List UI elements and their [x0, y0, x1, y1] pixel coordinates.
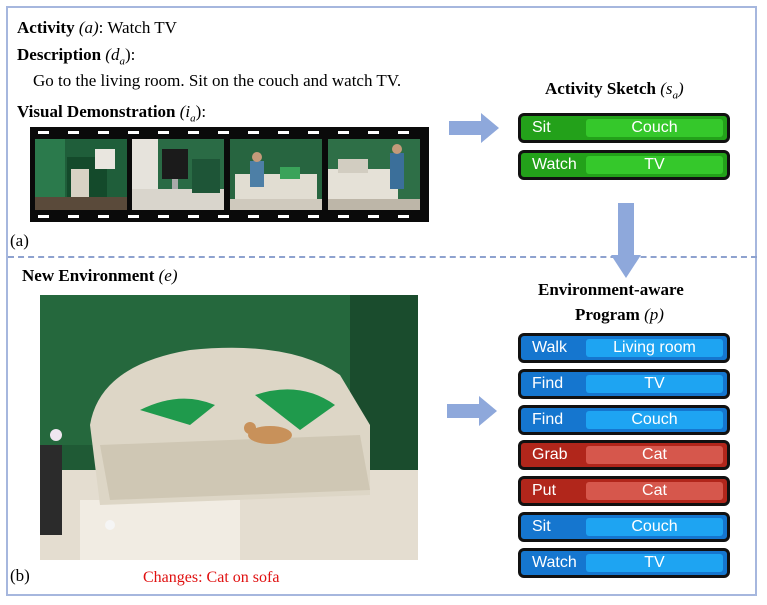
- step-action: Put: [532, 482, 557, 500]
- description-close: ):: [124, 45, 136, 64]
- step-object: TV: [586, 156, 723, 174]
- panel-a-letter: (a): [10, 231, 29, 250]
- step-action: Sit: [532, 119, 551, 136]
- sketch-title: Activity Sketch (sa): [545, 79, 684, 102]
- env-line: New Environment (e): [22, 267, 178, 284]
- step-action: Walk: [532, 339, 567, 356]
- film-perforation: [128, 215, 139, 218]
- program-symbol: (p): [644, 305, 664, 324]
- panel-divider: [8, 256, 757, 258]
- film-perforation: [278, 215, 289, 218]
- step-grab-cat: Grab Cat: [518, 440, 730, 471]
- step-sit-couch: Sit Couch: [518, 512, 730, 542]
- film-perforation: [38, 215, 49, 218]
- film-perforation: [308, 215, 319, 218]
- film-perforation: [218, 131, 229, 134]
- step-find-couch: Find Couch: [518, 404, 730, 435]
- step-object: Couch: [586, 410, 723, 429]
- video-frame-3: [230, 139, 322, 210]
- program-title-line-1: Environment-aware: [538, 280, 684, 299]
- video-frame-1: [35, 139, 127, 210]
- activity-value: : Watch TV: [98, 18, 177, 37]
- film-perforation: [68, 131, 79, 134]
- film-perforation: [308, 131, 319, 134]
- film-perforation: [398, 215, 409, 218]
- step-object: Couch: [586, 119, 723, 137]
- visual-demo-symbol: (ia: [179, 102, 196, 125]
- visual-demo-close: ):: [195, 102, 207, 121]
- step-watch-tv: Watch TV: [518, 150, 730, 180]
- film-strip: [30, 127, 429, 222]
- living-room-scene-image: [40, 295, 418, 560]
- activity-symbol: (a): [78, 18, 99, 37]
- right-arrow-icon: [449, 113, 499, 143]
- description-text: Go to the living room. Sit on the couch …: [33, 71, 402, 90]
- step-object: TV: [586, 374, 723, 393]
- step-action: Find: [532, 410, 564, 428]
- step-object: Cat: [586, 446, 723, 465]
- env-label: New Environment: [22, 266, 155, 285]
- film-perforation: [248, 215, 259, 218]
- step-put-cat: Put Cat: [518, 476, 730, 507]
- activity-line: Activity (a): Watch TV: [17, 19, 177, 36]
- step-sit-couch: Sit Couch: [518, 113, 730, 143]
- video-frame-4: [328, 139, 420, 210]
- film-perforation: [188, 215, 199, 218]
- film-perforation: [98, 215, 109, 218]
- film-perforation: [188, 131, 199, 134]
- film-perforation: [38, 131, 49, 134]
- step-action: Find: [532, 374, 564, 392]
- film-perforation: [158, 215, 169, 218]
- film-perforation: [128, 131, 139, 134]
- step-action: Watch: [532, 553, 577, 571]
- step-object: Living room: [586, 339, 723, 357]
- film-perforation: [98, 131, 109, 134]
- right-arrow-icon-2: [447, 396, 497, 426]
- step-action: Watch: [532, 156, 577, 173]
- down-arrow-icon: [611, 203, 641, 278]
- film-perforation: [218, 215, 229, 218]
- film-perforation: [338, 215, 349, 218]
- env-symbol: (e): [158, 266, 178, 285]
- step-object: Couch: [586, 518, 723, 536]
- sketch-symbol: (sa): [660, 79, 684, 102]
- step-find-tv: Find TV: [518, 368, 730, 399]
- film-perforation: [68, 215, 79, 218]
- visual-demo-line: Visual Demonstration (ia):: [17, 103, 206, 124]
- film-perforation: [368, 215, 379, 218]
- film-perforation: [278, 131, 289, 134]
- panel-b-letter: (b): [10, 566, 30, 585]
- visual-demo-label: Visual Demonstration: [17, 102, 176, 121]
- film-perforation: [158, 131, 169, 134]
- film-perforation: [338, 131, 349, 134]
- step-action: Grab: [532, 446, 568, 464]
- step-walk-living-room: Walk Living room: [518, 333, 730, 363]
- description-symbol: (da: [105, 45, 125, 68]
- description-line: Description (da):: [17, 46, 135, 67]
- step-watch-tv: Watch TV: [518, 547, 730, 578]
- film-perforation: [398, 131, 409, 134]
- step-object: TV: [586, 553, 723, 572]
- program-title-line-2: Program (p): [575, 306, 664, 323]
- video-frame-2: [132, 139, 224, 210]
- film-perforation: [368, 131, 379, 134]
- step-action: Sit: [532, 518, 551, 535]
- activity-label: Activity: [17, 18, 75, 37]
- program-title-label: Program: [575, 305, 640, 324]
- film-perforation: [248, 131, 259, 134]
- description-label: Description: [17, 45, 102, 64]
- step-object: Cat: [586, 482, 723, 501]
- changes-text: Changes: Cat on sofa: [143, 569, 280, 586]
